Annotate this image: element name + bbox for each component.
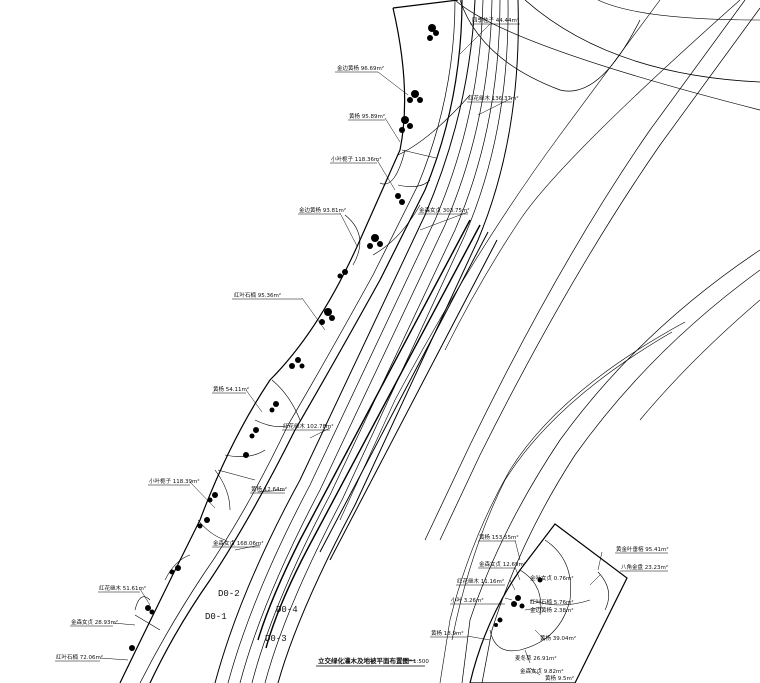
label-r6: 金边黄杨 2.38m² (530, 606, 574, 614)
belt-outer (119, 7, 406, 683)
leader-lines-right (466, 539, 603, 676)
label-r2: 金森女贞 12.69m² (479, 560, 526, 568)
belt-top (392, 0, 459, 9)
median-2 (265, 224, 481, 649)
label-p16: 红叶石楠 72.06m² (56, 653, 103, 661)
label-p8: 红叶石楠 95.36m² (234, 291, 281, 299)
label-p13: 金森女贞 168.06m² (213, 539, 264, 547)
label-p15: 金森女贞 28.93m² (71, 618, 118, 626)
belt-inner-2 (139, 0, 456, 683)
label-p10: 红花继木 102.78m² (283, 422, 334, 430)
label-p7: 金森女贞 303.75m² (419, 206, 470, 214)
road-edge-6 (277, 0, 519, 683)
ramp-diag-3 (339, 0, 661, 521)
label-r5: 红叶石楠 5.76m² (530, 598, 574, 606)
belt-inner (149, 0, 463, 683)
ramp-lower-2 (481, 269, 760, 683)
label-p12: 黄杨 12.64m² (251, 485, 287, 493)
ramp-diag-1 (424, 0, 746, 541)
label-r8: 黄杨 18.9m² (431, 629, 464, 637)
ramp-lower-4 (451, 331, 673, 641)
road-edge-1 (214, 0, 476, 683)
label-r4: 金叶女贞 0.76m² (530, 574, 574, 582)
road-label-d2: D0-2 (218, 589, 240, 599)
ramp-lower-5 (639, 299, 760, 421)
label-p9: 黄杨 54.11m² (213, 385, 249, 393)
shrub-symbols-right (494, 577, 543, 627)
belt-partitions-upper (344, 94, 471, 266)
drawing-title: 立交绿化灌木及地被平面布置图一 (318, 656, 416, 665)
leader-lines-left (99, 23, 513, 661)
median-4 (329, 239, 498, 561)
right-island-outline (469, 523, 628, 683)
label-r14: 八角金盘 23.23m² (621, 563, 668, 571)
label-r11: 金森女贞 9.82m² (520, 667, 564, 675)
ramp-lower-1 (461, 249, 760, 683)
label-p11: 小叶栀子 118.39m² (149, 477, 200, 485)
interchange-arc (524, 0, 760, 83)
right-island-partitions (489, 539, 610, 652)
label-r9: 黄杨 39.04m² (540, 634, 576, 642)
label-underlines-right (430, 540, 668, 638)
ramp-line-2 (459, 0, 641, 92)
label-p2: 金边黄杨 96.69m² (337, 64, 384, 72)
label-p14: 红花继木 51.61m² (99, 584, 146, 592)
interchange-arc-2 (597, 0, 760, 21)
label-r12: 黄杨 9.5m² (545, 674, 574, 682)
label-r3: 红花继木 11.16m² (457, 577, 504, 585)
ramp-diag-2 (439, 7, 760, 541)
road-label-d3: D0-3 (265, 634, 287, 644)
label-p3: 红花继木 136.37m² (468, 94, 519, 102)
label-r1: 黄杨 153.55m² (479, 533, 519, 541)
shrub-symbols-left (129, 24, 439, 651)
median-3 (319, 231, 489, 553)
label-p6: 金边黄杨 93.81m² (299, 206, 346, 214)
drawing-scale: 1:500 (413, 659, 429, 665)
label-p5: 小叶栀子 118.36m² (331, 155, 382, 163)
label-r13: 黄金叶垂榕 95.41m² (616, 545, 669, 553)
road-edge-5 (264, 0, 509, 683)
ramp-diag-4 (444, 0, 741, 351)
road-label-d1: D0-1 (205, 612, 227, 622)
label-p1: 四季桂子 44.44m² (472, 16, 519, 24)
road-edge-3 (239, 0, 493, 683)
label-p4: 黄杨 95.89m² (349, 112, 385, 120)
median-1 (257, 219, 471, 641)
label-underlines-left (55, 23, 520, 662)
label-r7: 小叶 3.26m² (451, 596, 484, 604)
ramp-lower-3 (439, 321, 686, 683)
ramp-line-1 (454, 0, 760, 111)
road-edge-2 (227, 0, 484, 683)
label-r10: 麦冬草 26.91m² (515, 654, 557, 662)
road-edge-4 (251, 0, 501, 683)
road-label-d4: D0-4 (276, 605, 298, 615)
